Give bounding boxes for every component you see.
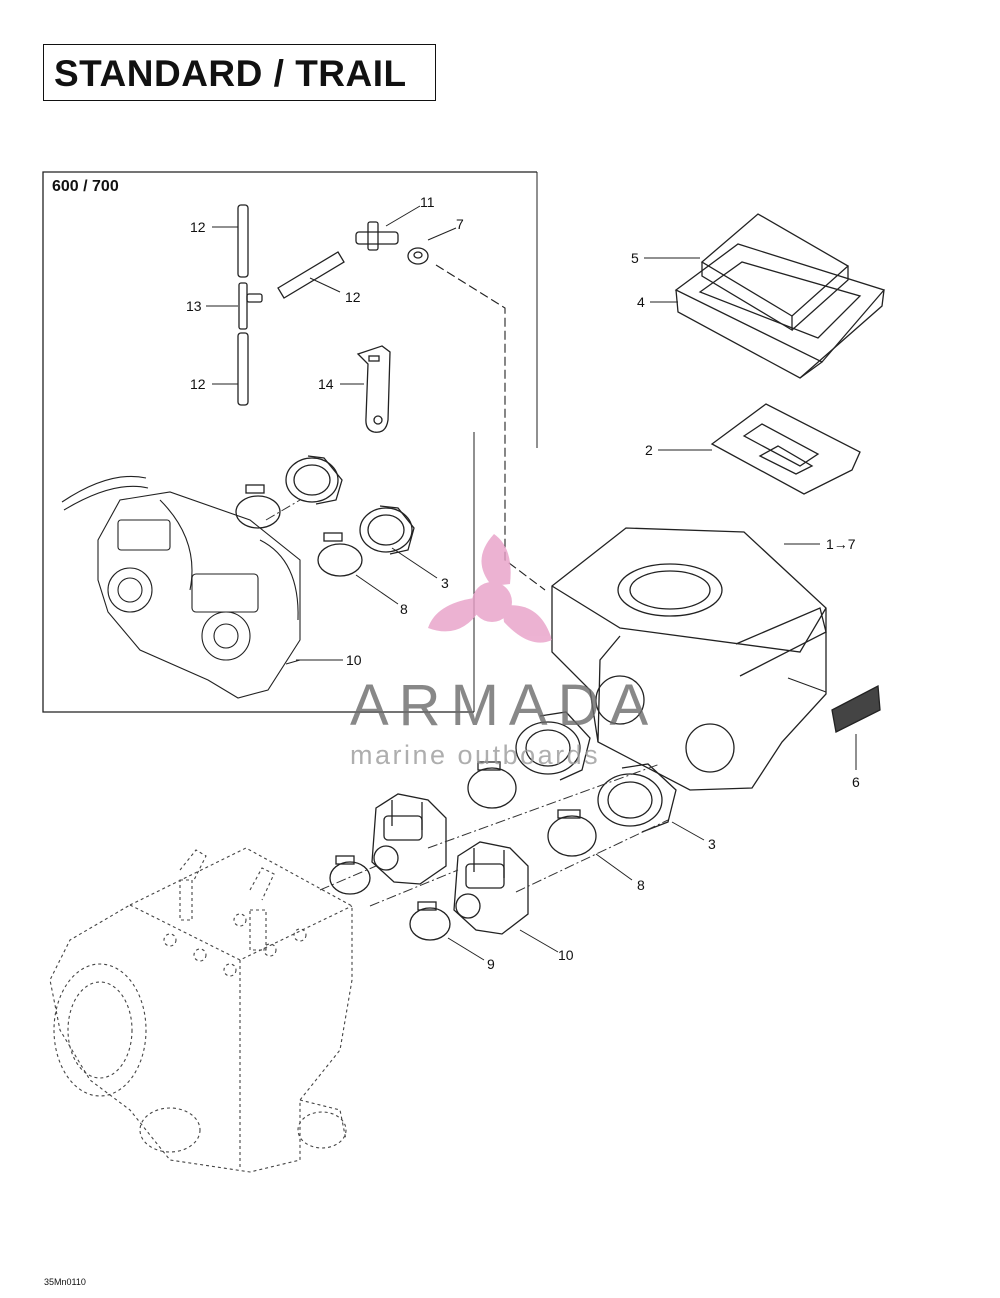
callout-10-inset: 10 (346, 652, 362, 668)
tee-fitting-11-icon (355, 221, 399, 251)
clamp-9b-icon (409, 901, 451, 941)
carburetor-10a-icon (371, 793, 447, 885)
callout-13: 13 (186, 298, 202, 314)
decal-6-icon (831, 684, 881, 733)
intake-boot-3a-icon (515, 711, 591, 781)
carburetor-10b-icon (453, 841, 529, 935)
callout-10: 10 (558, 947, 574, 963)
watermark-brand: ARMADA (350, 673, 659, 738)
inset-intake-boot-3-icon (285, 455, 343, 505)
callout-3-inset: 3 (441, 575, 449, 591)
title-box: STANDARD / TRAIL (43, 44, 436, 101)
bracket-14-icon (356, 345, 391, 433)
air-silencer-1-7-icon (551, 527, 827, 791)
inset-clamp-8b-icon (317, 532, 363, 577)
hose-12-lower-icon (237, 332, 249, 406)
air-filter-5-icon (700, 213, 850, 332)
callout-1-to-7: 1→7 (826, 536, 856, 552)
callout-6: 6 (852, 774, 860, 790)
callout-8: 8 (637, 877, 645, 893)
callout-12-lower: 12 (190, 376, 206, 392)
inset-label: 600 / 700 (52, 178, 119, 195)
callout-3: 3 (708, 836, 716, 852)
watermark-tagline: marine outboards (350, 740, 601, 770)
document-code: 35Mn0110 (44, 1277, 86, 1287)
callout-12-upper: 12 (190, 219, 206, 235)
engine-block-outline-icon (49, 847, 353, 1173)
callout-2: 2 (645, 442, 653, 458)
clamp-8b-icon (547, 809, 597, 857)
inset-intake-boot-3b-icon (359, 505, 415, 555)
callout-5: 5 (631, 250, 639, 266)
hose-route-line (435, 264, 546, 591)
callout-9: 9 (487, 956, 495, 972)
hose-12-upper-icon (237, 204, 249, 278)
inset-carburetor-assembly-icon (61, 475, 301, 699)
armada-propeller-logo-icon (428, 534, 552, 643)
inset-frame (42, 171, 537, 713)
page-title: STANDARD / TRAIL (54, 53, 407, 94)
clamp-8a-icon (467, 761, 517, 809)
hose-12-horizontal-icon (277, 251, 345, 299)
tee-fitting-13-icon (238, 282, 263, 330)
filter-frame-4-icon (674, 243, 886, 379)
intake-boot-3b-icon (597, 763, 677, 833)
nut-7-icon (407, 247, 429, 265)
clamp-9a-icon (329, 855, 371, 895)
callout-4: 4 (637, 294, 645, 310)
callout-12-horizontal: 12 (345, 289, 361, 305)
callout-7: 7 (456, 216, 464, 232)
callout-14: 14 (318, 376, 334, 392)
plate-2-icon (710, 403, 861, 495)
inset-clamp-8a-icon (235, 484, 281, 529)
callout-11: 11 (420, 194, 435, 210)
callout-8-inset: 8 (400, 601, 408, 617)
